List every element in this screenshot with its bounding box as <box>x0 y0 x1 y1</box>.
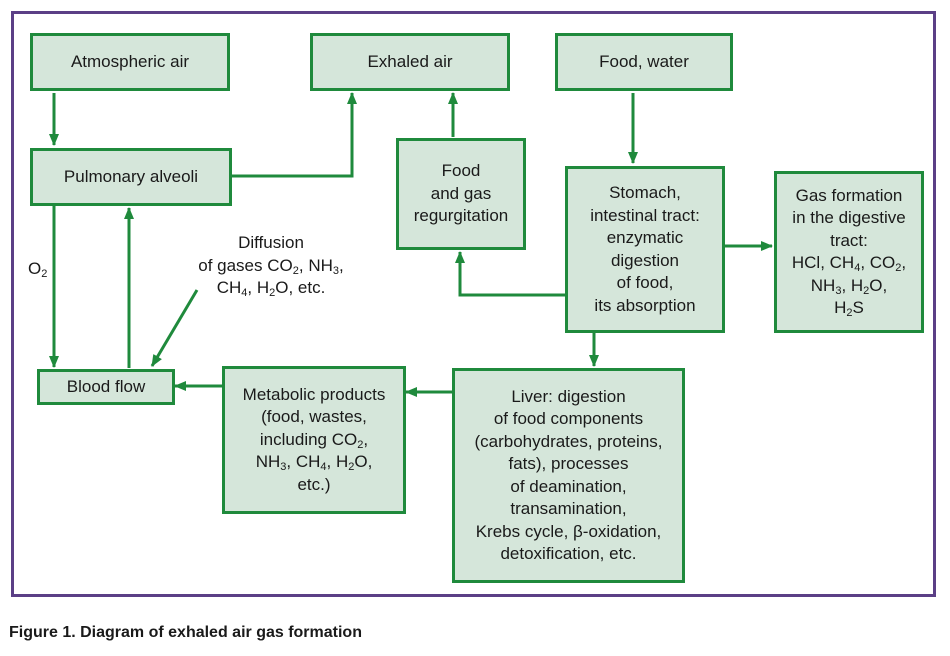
text-line: intestinal tract: <box>590 205 700 225</box>
text-line: (food, wastes, <box>261 407 367 427</box>
text-line: including CO2, <box>259 429 369 451</box>
text-line: fats), processes <box>508 454 629 473</box>
text-line: enzymatic <box>606 228 684 247</box>
text-line: in the digestive <box>792 208 906 227</box>
text-line: detoxification, etc. <box>500 544 637 563</box>
text-line: Metabolic products <box>242 384 386 404</box>
text-line: of food, <box>616 273 674 292</box>
o2-label: O2 <box>28 258 47 281</box>
text-line: Blood flow <box>66 376 146 396</box>
pulmonary-alveoli-box: Pulmonary alveoli <box>30 148 232 206</box>
text-line: O2 <box>28 259 48 280</box>
text-line: Exhaled air <box>367 51 453 71</box>
exhaled-air-box: Exhaled air <box>310 33 510 91</box>
diffusion-label: Diffusion of gases CO2, NH3,CH4, H2O, etc… <box>176 232 366 300</box>
text-line: of deamination, <box>510 476 627 496</box>
text-line: Krebs cycle, β-oxidation, <box>475 521 662 541</box>
text-line: tract: <box>830 230 868 250</box>
text-line: (carbohydrates, proteins, <box>474 431 663 451</box>
text-line: and gas <box>430 183 492 203</box>
gas-formation-box: Gas formation in the digestive tract: HCl, … <box>774 171 924 333</box>
liver-box: Liver: digestion of food components (carbo… <box>452 368 685 583</box>
text-line: Pulmonary alveoli <box>63 166 199 186</box>
text-line: CH4, H2O, etc. <box>216 278 326 299</box>
text-line: H2S <box>834 298 864 319</box>
figure-caption: Figure 1. Diagram of exhaled air gas for… <box>9 624 362 641</box>
text-line: Food <box>441 161 481 181</box>
text-line: NH3, CH4, H2O, <box>255 452 373 474</box>
food-water-box: Food, water <box>555 33 733 91</box>
text-line: Gas formation <box>795 185 903 205</box>
text-line: HCl, CH4, CO2, <box>791 253 907 274</box>
metabolic-products-box: Metabolic products (food, wastes,includin… <box>222 366 406 514</box>
text-line: Food, water <box>599 51 689 71</box>
text-line: etc.) <box>297 474 331 494</box>
text-line: Stomach, <box>609 183 681 202</box>
text-line: of gases CO2, NH3, <box>198 255 344 277</box>
text-line: Atmospheric air <box>70 51 190 71</box>
text-line: regurgitation <box>413 206 509 226</box>
atmospheric-air-box: Atmospheric air <box>30 33 230 91</box>
text-line: Liver: digestion <box>511 386 626 406</box>
text-line: its absorption <box>594 295 696 315</box>
text-line: transamination, <box>510 499 627 518</box>
stomach-box: Stomach, intestinal tract: enzymatic digest… <box>565 166 725 333</box>
text-line: Diffusion <box>238 233 304 252</box>
text-line: digestion <box>610 250 680 270</box>
text-line: of food components <box>493 409 644 428</box>
blood-flow-box: Blood flow <box>37 369 175 405</box>
text-line: NH3, H2O, <box>810 275 888 297</box>
